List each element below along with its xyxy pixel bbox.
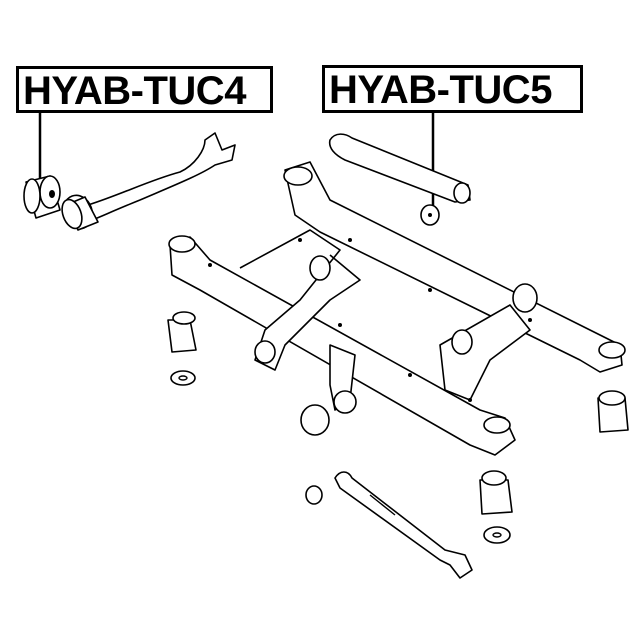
bushing-small-right (512, 283, 538, 313)
bushing-mount-bottom (479, 470, 513, 544)
part-label-tuc4: HYAB-TUC4 (16, 66, 273, 113)
part-label-tuc5: HYAB-TUC5 (322, 65, 583, 113)
bushing-mount-right (597, 390, 629, 433)
bushing-tuc5 (420, 204, 440, 226)
toe-link (305, 471, 473, 579)
subframe (168, 161, 626, 456)
bushing-front-center (300, 404, 330, 436)
bushing-mount-left (167, 311, 197, 386)
trailing-arm-left (61, 132, 236, 231)
bushing-tuc4 (23, 175, 61, 219)
upper-arm-right (328, 133, 471, 204)
